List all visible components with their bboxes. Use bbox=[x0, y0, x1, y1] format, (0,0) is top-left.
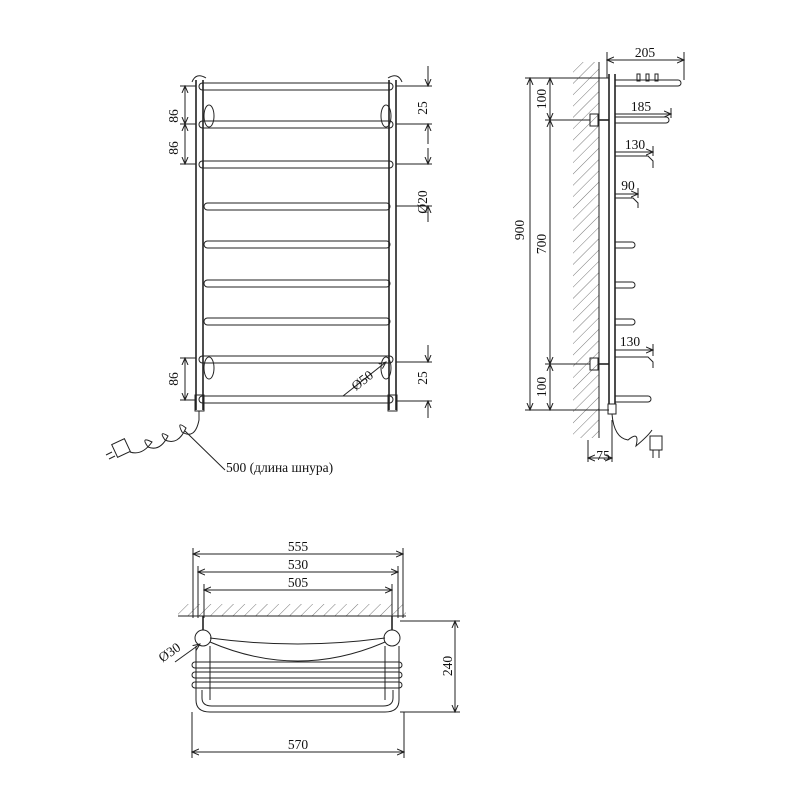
side-plug-icon bbox=[649, 435, 663, 458]
dim-right-25-bottom: 25 bbox=[415, 371, 430, 385]
dim-tube-30: Ø30 bbox=[156, 639, 184, 665]
front-left-post bbox=[195, 80, 204, 410]
front-right-dimensions: 25 Ø20 25 Ø50 bbox=[342, 66, 432, 418]
front-plug-icon bbox=[105, 438, 131, 460]
dim-top-offset: 100 bbox=[534, 89, 549, 110]
top-wall-hatch bbox=[178, 604, 406, 616]
dim-depth-205: 205 bbox=[635, 45, 656, 60]
cord-leader bbox=[184, 430, 226, 471]
top-width-dimensions: 555 530 505 bbox=[193, 539, 403, 618]
front-top-left-hook bbox=[191, 75, 207, 83]
cord-length-label: 500 (длина шнура) bbox=[226, 460, 333, 475]
dim-depth-90: 90 bbox=[621, 178, 635, 193]
top-bottom-width-dimension: 570 bbox=[192, 712, 404, 758]
top-view: 555 530 505 bbox=[156, 539, 460, 758]
front-power-cord bbox=[129, 411, 200, 454]
front-view: 500 (длина шнура) 86 86 86 25 bbox=[105, 66, 432, 475]
dim-left-86-c: 86 bbox=[166, 372, 181, 386]
dim-depth-130-top: 130 bbox=[625, 137, 646, 152]
top-wall-brackets bbox=[194, 616, 401, 700]
dim-left-86-b: 86 bbox=[166, 141, 181, 155]
dim-width-530: 530 bbox=[288, 557, 309, 572]
dim-left-86-a: 86 bbox=[166, 109, 181, 123]
dim-inner-height: 700 bbox=[534, 234, 549, 255]
front-end-cap bbox=[387, 394, 398, 412]
side-vertical-dimensions: 900 100 700 100 bbox=[512, 78, 609, 410]
dim-width-555: 555 bbox=[288, 539, 309, 554]
top-depth-dimension: 240 bbox=[400, 621, 460, 712]
dim-tube-diameter-20: Ø20 bbox=[415, 190, 430, 213]
front-right-post bbox=[388, 80, 397, 410]
front-rungs bbox=[198, 82, 394, 404]
front-wall-flanges bbox=[203, 104, 392, 380]
dim-depth-240: 240 bbox=[440, 656, 455, 677]
dim-flange-diameter-50: Ø50 bbox=[348, 367, 376, 393]
front-top-right-hook bbox=[387, 75, 403, 83]
top-shelf-rails bbox=[191, 661, 403, 713]
dim-right-25-top: 25 bbox=[415, 101, 430, 115]
dim-overall-height: 900 bbox=[512, 220, 527, 241]
front-left-dimensions: 86 86 86 bbox=[166, 86, 196, 400]
dim-depth-130-bottom: 130 bbox=[620, 334, 641, 349]
side-view: 900 100 700 100 205 185 130 90 bbox=[512, 45, 684, 463]
side-rungs bbox=[615, 79, 682, 403]
top-frame-arc bbox=[209, 637, 386, 645]
dim-tube-30-leader bbox=[174, 644, 200, 663]
dim-depth-185: 185 bbox=[631, 99, 652, 114]
side-depth-dimensions: 205 185 130 90 130 75 bbox=[588, 45, 684, 463]
dim-width-505: 505 bbox=[288, 575, 309, 590]
dim-bottom-offset: 100 bbox=[534, 377, 549, 398]
side-plug bbox=[607, 403, 617, 415]
side-wall-hatch bbox=[573, 62, 599, 438]
side-power-cord bbox=[611, 413, 653, 448]
side-top-hooks bbox=[636, 73, 659, 82]
dim-width-570: 570 bbox=[288, 737, 309, 752]
dim-wall-offset-75: 75 bbox=[596, 448, 610, 463]
